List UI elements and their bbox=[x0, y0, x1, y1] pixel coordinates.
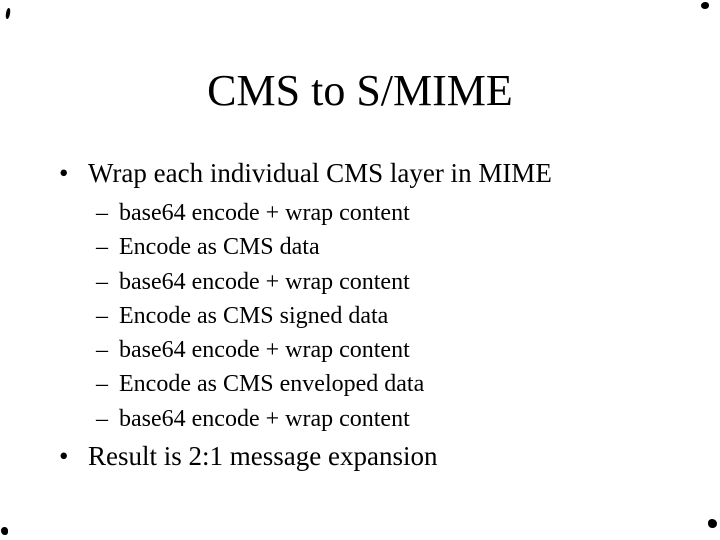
sub-bullet-text: Encode as CMS data bbox=[119, 234, 320, 261]
dash-bullet-icon: – bbox=[96, 337, 108, 364]
scan-artifact-icon bbox=[708, 519, 717, 528]
sub-bullet-text: Encode as CMS enveloped data bbox=[119, 371, 425, 398]
sub-bullet-item: – base64 encode + wrap content bbox=[0, 265, 720, 299]
sub-bullet-item: – Encode as CMS enveloped data bbox=[0, 367, 720, 401]
slide-title: CMS to S/MIME bbox=[207, 66, 513, 115]
bullet-text: Result is 2:1 message expansion bbox=[88, 441, 438, 471]
sub-bullet-text: base64 encode + wrap content bbox=[119, 268, 410, 295]
sub-bullet-text: Encode as CMS signed data bbox=[119, 302, 389, 329]
sub-bullet-item: – Encode as CMS data bbox=[0, 230, 720, 264]
bullet-dot-icon: • bbox=[59, 158, 69, 188]
dash-bullet-icon: – bbox=[96, 234, 108, 261]
dash-bullet-icon: – bbox=[96, 371, 108, 398]
sub-bullet-text: base64 encode + wrap content bbox=[119, 200, 410, 226]
scan-artifact-icon bbox=[1, 527, 8, 535]
sub-bullet-item: – base64 encode + wrap content bbox=[0, 333, 720, 367]
sub-bullet-item: – base64 encode + wrap content bbox=[0, 196, 720, 230]
sub-bullet-item: – Encode as CMS signed data bbox=[0, 299, 720, 333]
sub-bullet-text: base64 encode + wrap content bbox=[119, 337, 410, 364]
scan-artifact-icon bbox=[701, 2, 709, 9]
dash-bullet-icon: – bbox=[96, 405, 108, 432]
bullet-item: • Result is 2:1 message expansion bbox=[0, 440, 720, 472]
sub-bullet-text: base64 encode + wrap content bbox=[119, 405, 410, 432]
bullet-dot-icon: • bbox=[59, 441, 69, 471]
sub-bullet-item: – base64 encode + wrap content bbox=[0, 402, 720, 436]
dash-bullet-icon: – bbox=[96, 200, 108, 226]
sub-bullet-list: – base64 encode + wrap content – Encode … bbox=[0, 196, 720, 436]
dash-bullet-icon: – bbox=[96, 268, 108, 295]
bullet-item: • Wrap each individual CMS layer in MIME bbox=[0, 157, 720, 189]
dash-bullet-icon: – bbox=[96, 302, 108, 329]
scan-artifact-icon bbox=[5, 7, 11, 20]
bullet-text: Wrap each individual CMS layer in MIME bbox=[88, 158, 552, 188]
